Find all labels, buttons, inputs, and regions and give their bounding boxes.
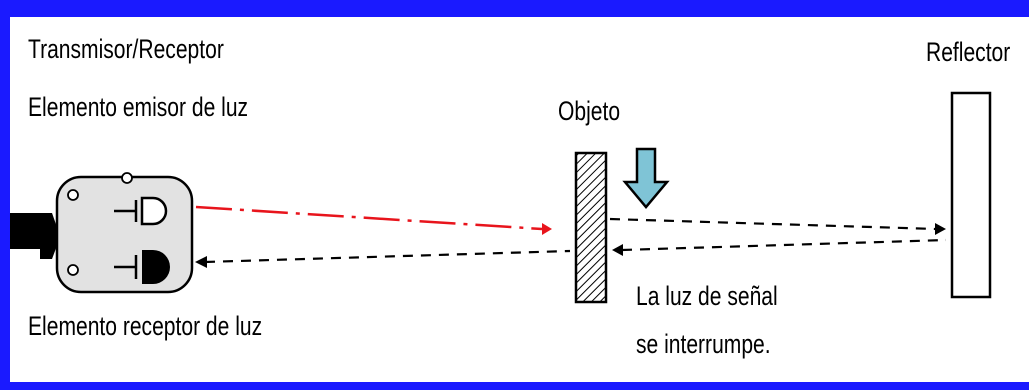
receiver-element-label: Elemento receptor de luz: [28, 311, 263, 341]
sensor-cable: [10, 213, 40, 249]
receiver-symbol-icon: [114, 250, 170, 284]
object-icon: [574, 151, 608, 304]
down-arrow-icon: [622, 147, 670, 209]
signal-interrupted-line2: se interrumpe.: [636, 329, 771, 359]
object-label: Objeto: [558, 96, 621, 126]
reflector-icon: [950, 91, 992, 299]
sensor-icon: [40, 172, 194, 294]
reflector-label: Reflector: [926, 37, 1011, 67]
signal-interrupted-line1: La luz de señal: [636, 281, 778, 311]
emitted-light-beam: [195, 205, 552, 235]
emitter-element-label: Elemento emisor de luz: [28, 92, 249, 122]
blocked-beam-from-reflector: [612, 238, 947, 256]
diagram-canvas: Transmisor/Receptor Elemento emisor de l…: [10, 17, 1029, 382]
returned-light-beam: [195, 249, 571, 268]
diagram-graphics: [10, 91, 992, 304]
blocked-beam-to-reflector: [609, 217, 946, 235]
transmitter-receiver-label: Transmisor/Receptor: [28, 34, 224, 64]
emitter-symbol-icon: [114, 196, 168, 226]
